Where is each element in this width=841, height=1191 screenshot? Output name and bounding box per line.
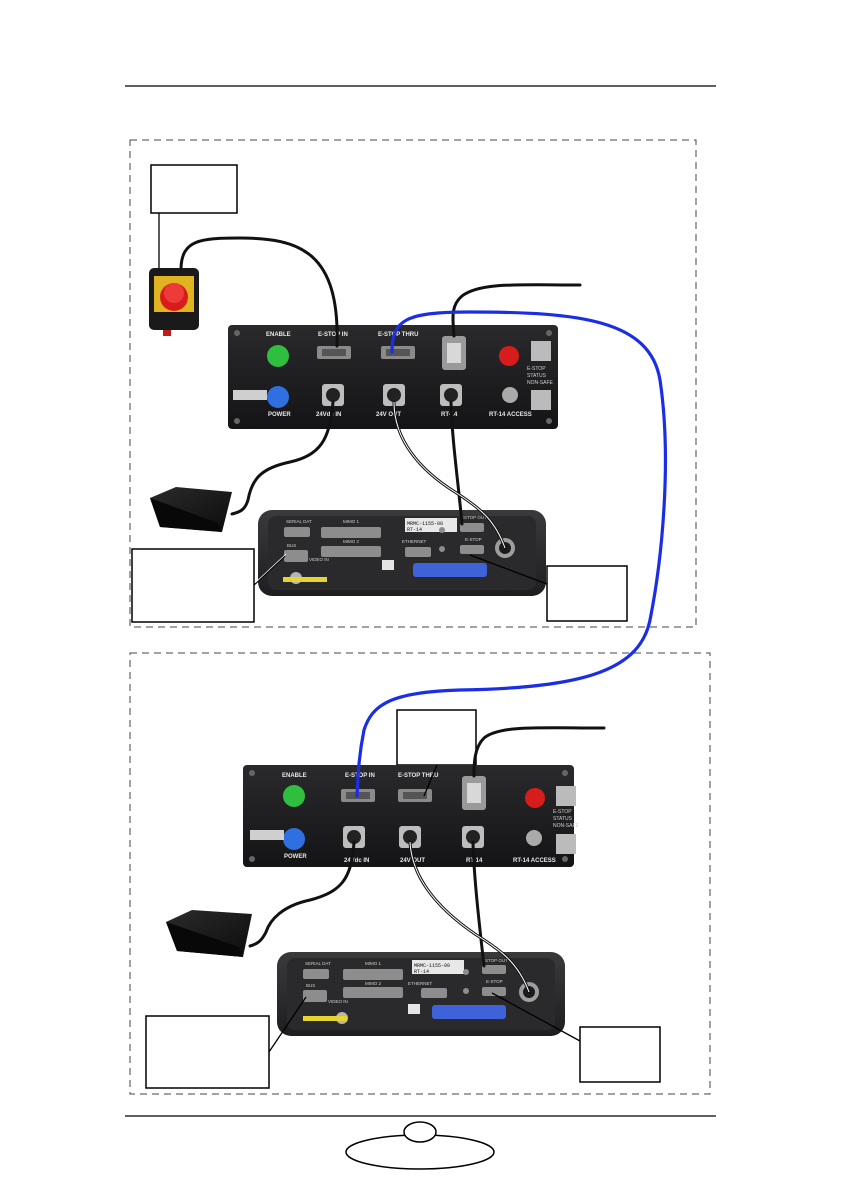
- enable-led-icon: [267, 345, 289, 367]
- label-estop-in-2: E-STOP IN: [345, 773, 375, 779]
- label-status-2-3: NON-SAFE: [553, 823, 580, 829]
- callout-box-controller-2: [145, 1015, 270, 1089]
- callout-leaders: [253, 553, 581, 1053]
- label-estop-1: E-STOP: [465, 537, 482, 542]
- callout-box-controller-1: [131, 548, 255, 623]
- label-model-2b: RT-14: [414, 969, 429, 975]
- label-dc-in-2: 24Vdc IN: [344, 858, 369, 864]
- control-panel-1: ENABLE E-STOP IN E-STOP THRU E-STOP STAT…: [228, 325, 558, 429]
- controller-2-estop-port: [482, 987, 506, 996]
- power-supply-2: [166, 910, 252, 957]
- label-mimo1-1: MIMO 1: [343, 519, 359, 524]
- label-model-1a: MRMC-1155-00: [407, 521, 443, 527]
- label-mimo2-1: MIMO 2: [343, 539, 359, 544]
- controller-1-bus-port: [284, 550, 308, 562]
- label-mimo2-2: MIMO 2: [365, 981, 381, 986]
- estop-switch-box: [149, 268, 199, 336]
- label-estop-in: E-STOP IN: [318, 332, 348, 338]
- label-ethernet-2: ETHERNET: [408, 981, 433, 986]
- controller-unit-1: SERIAL DAT MIMO 1 MRMC-1155-00 RT-14 MIM…: [258, 510, 546, 596]
- callout-box-estop-2: [579, 1026, 661, 1083]
- label-estop-2: E-STOP: [486, 979, 503, 984]
- label-bus-1: BUS: [287, 543, 296, 548]
- label-status-3: NON-SAFE: [527, 380, 554, 386]
- label-status-1: E-STOP: [527, 366, 546, 372]
- enable-led-2-icon: [283, 785, 305, 807]
- system-2-border: [129, 652, 711, 1095]
- label-status-2-1: E-STOP: [553, 809, 572, 815]
- label-dc-in: 24Vdc IN: [316, 412, 341, 418]
- label-enable-2: ENABLE: [282, 773, 307, 779]
- label-status-2-2: STATUS: [553, 816, 573, 822]
- label-24v-out: 24V OUT: [376, 412, 401, 418]
- label-estop-thru: E-STOP THRU: [378, 332, 418, 338]
- label-model-2a: MRMC-1155-00: [414, 963, 450, 969]
- estop-status-led-icon: [499, 346, 519, 366]
- label-serial-1: SERIAL DAT: [286, 519, 312, 524]
- label-ethernet-1: ETHERNET: [402, 539, 427, 544]
- label-video-2: VIDEO IN: [328, 999, 348, 1004]
- label-rt14-access: RT-14 ACCESS: [489, 412, 532, 418]
- power-led-icon: [267, 386, 289, 408]
- control-panel-2: ENABLE E-STOP IN E-STOP THRU E-STOP STAT…: [243, 765, 580, 867]
- label-serial-2: SERIAL DAT: [305, 961, 331, 966]
- cable-blue-daisy-chain: [355, 310, 668, 798]
- label-rt14-access-2: RT-14 ACCESS: [513, 858, 556, 864]
- callout-box-estop-1: [546, 565, 628, 622]
- footer-logo: [345, 1121, 495, 1170]
- label-model-1b: RT-14: [407, 527, 422, 533]
- label-status-2: STATUS: [527, 373, 547, 379]
- power-supply-1: [150, 487, 232, 532]
- estop-status-led-2-icon: [525, 788, 545, 808]
- controller-1-estop-port: [460, 545, 484, 554]
- label-estop-thru-2: E-STOP THRU: [398, 773, 438, 779]
- label-power: POWER: [268, 412, 291, 418]
- label-bus-2: BUS: [306, 983, 315, 988]
- label-enable: ENABLE: [266, 332, 291, 338]
- controller-unit-2: SERIAL DAT MIMO 1 MRMC-1155-00 RT-14 MIM…: [277, 952, 565, 1036]
- label-mimo1-2: MIMO 1: [365, 961, 381, 966]
- cables-white-outline-system-2: [409, 841, 530, 993]
- label-estop-out-2: ESTOP OUT: [482, 958, 508, 963]
- controller-2-bus-port: [303, 990, 327, 1002]
- callout-box-estop: [150, 164, 238, 214]
- power-led-2-icon: [283, 828, 305, 850]
- callout-box-thru-2: [396, 709, 477, 766]
- label-video-1: VIDEO IN: [309, 557, 329, 562]
- label-estop-out-1: ESTOP OUT: [461, 515, 487, 520]
- label-power-2: POWER: [284, 854, 307, 860]
- cables-white-outline-system-1: [393, 401, 506, 549]
- label-rt14: RT-14: [441, 412, 458, 418]
- system-1-border: [129, 139, 697, 628]
